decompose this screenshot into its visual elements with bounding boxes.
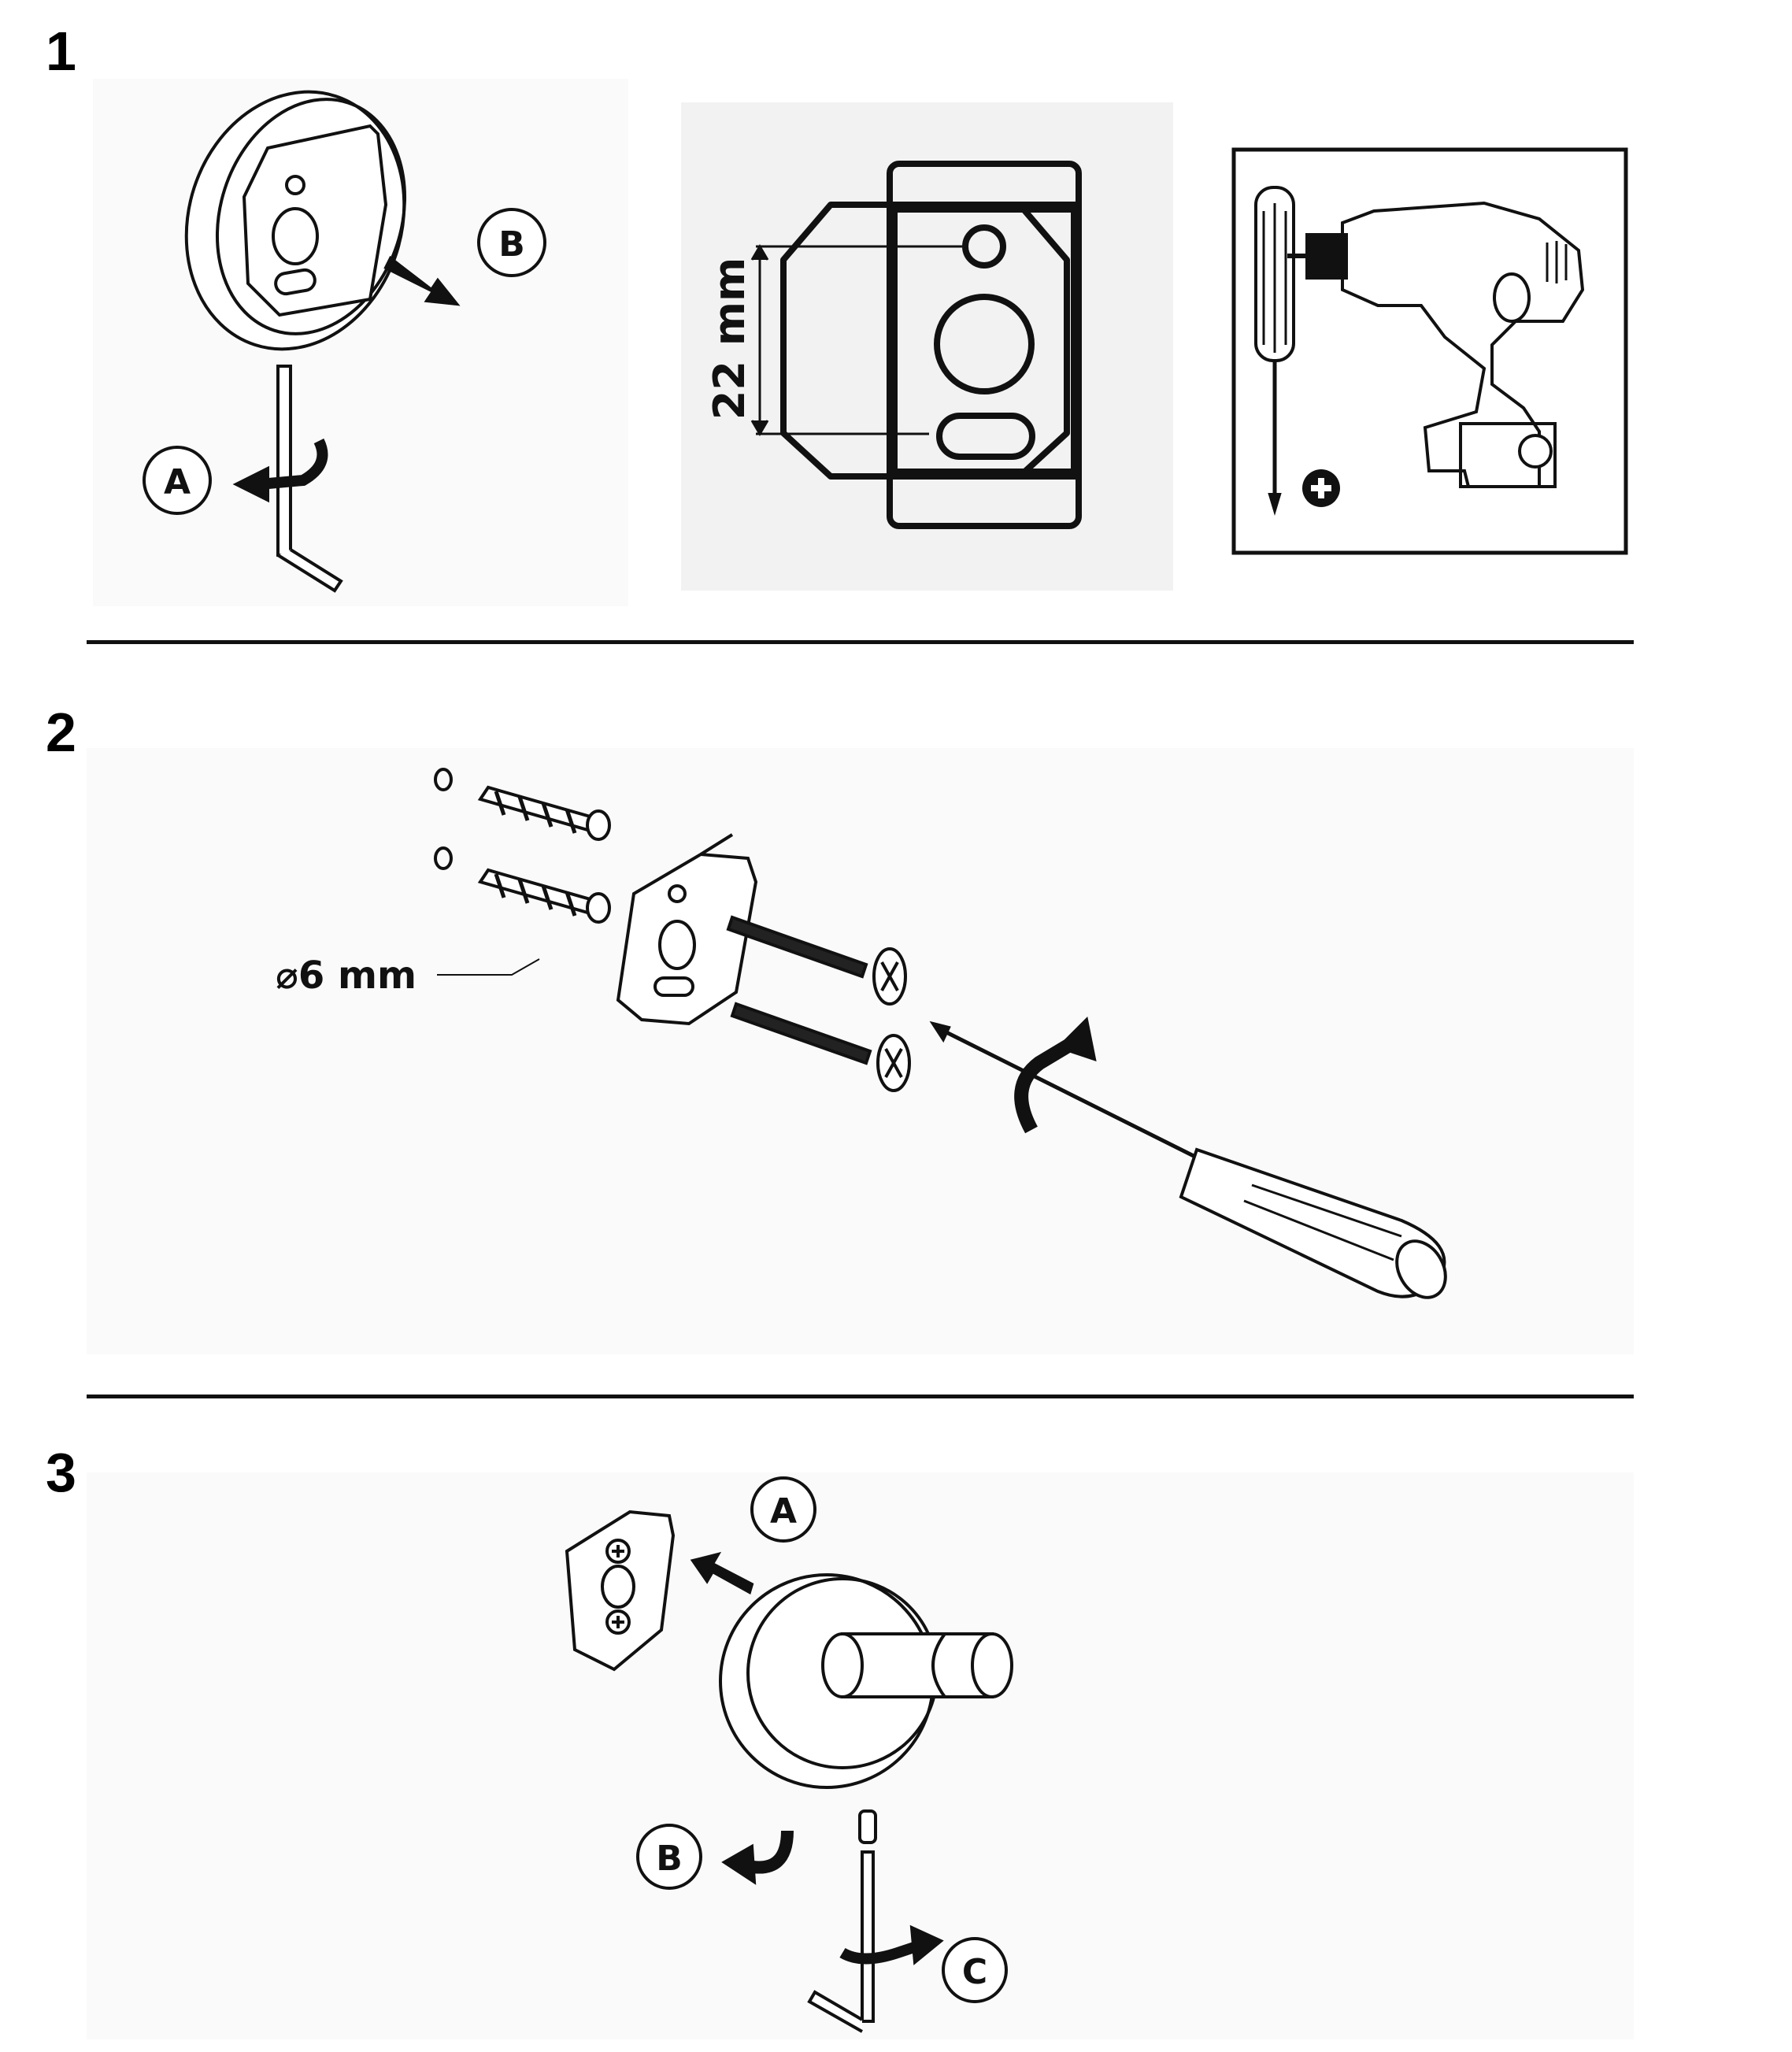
arrow-b: [746, 1830, 794, 1874]
screw-1: [726, 915, 907, 1006]
step1-callout-a: A: [164, 462, 191, 502]
step1-template-illustration: 22 mm: [705, 161, 1082, 529]
step3-callout-c: C: [962, 1952, 987, 1992]
step3-assembly-illustration: A B C: [565, 1476, 1013, 2033]
screw-2: [730, 1002, 911, 1092]
screwdriver-icon: [929, 1020, 1447, 1299]
step2-anchors-screws-illustration: ⌀6 mm: [276, 768, 1447, 1299]
arrow-c: [839, 1939, 924, 1965]
step3-callout-b: B: [656, 1839, 683, 1879]
step3-callout-a: A: [770, 1491, 797, 1532]
step1-dimension-label: 22 mm: [705, 257, 754, 420]
wall-plug-1: [477, 785, 611, 841]
plus-icon: [1302, 469, 1340, 507]
mounted-bracket: [565, 1509, 676, 1672]
hex-key: [807, 1850, 875, 2033]
divider-1: [87, 640, 1634, 644]
arrow-a: [690, 1551, 754, 1595]
step1-tools-box: [1231, 147, 1628, 555]
step2-diameter-label: ⌀6 mm: [276, 954, 417, 998]
step1-base-hexkey-illustration: B A: [143, 90, 546, 593]
rotation-arrow: [1014, 1033, 1083, 1134]
step-number-3: 3: [46, 1442, 76, 1503]
step-number-1: 1: [46, 20, 76, 82]
step1-panel-template: [681, 102, 1173, 591]
step1-callout-b: B: [498, 224, 525, 265]
wall-plug-2: [477, 868, 611, 924]
mounting-bracket: [616, 833, 758, 1026]
set-screw: [858, 1809, 877, 1844]
screwdriver-icon: [1254, 186, 1295, 516]
hook-base: [719, 1573, 1013, 1789]
step-number-2: 2: [46, 702, 76, 763]
drill-icon: [1287, 201, 1585, 488]
divider-2: [87, 1395, 1634, 1398]
